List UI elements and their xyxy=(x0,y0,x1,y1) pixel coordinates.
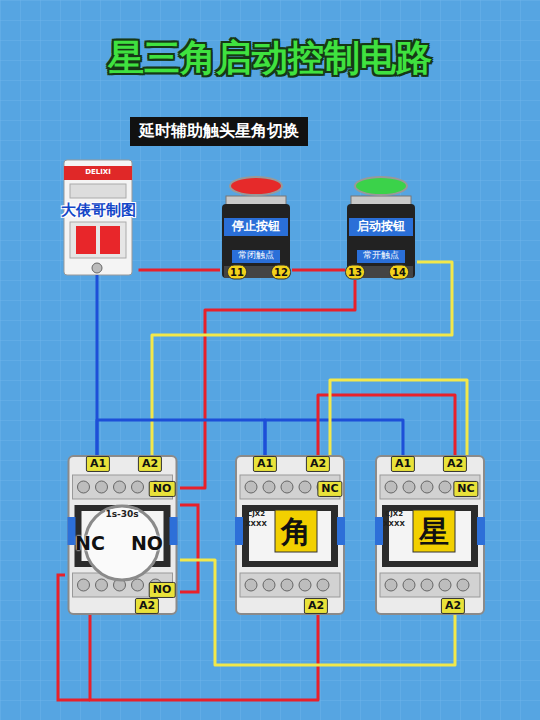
terminal-label: NC xyxy=(75,533,105,554)
node-text: 停止按钮 xyxy=(232,220,280,233)
node-text: DELIXI xyxy=(85,169,111,177)
terminal-label: NC xyxy=(317,481,342,497)
terminal-label: A2 xyxy=(135,598,159,614)
node-text: 常开触点 xyxy=(363,251,399,261)
wire xyxy=(330,380,467,455)
terminal-number: 13 xyxy=(345,265,365,280)
node-text: 1s-30s xyxy=(105,510,138,520)
model-text: XXXX xyxy=(245,521,267,529)
terminal-number: 14 xyxy=(389,265,409,280)
terminal-number: 11 xyxy=(227,265,247,280)
title: 星三角启动控制电路 xyxy=(108,34,432,83)
terminal-label: A2 xyxy=(306,456,330,472)
wire xyxy=(318,395,455,455)
wire xyxy=(90,615,318,700)
wire xyxy=(292,269,345,272)
circuit-breaker: DELIXI 大俵哥制图 xyxy=(58,160,139,275)
wire xyxy=(265,420,403,455)
model-text: CJX2 xyxy=(385,511,403,519)
node-text: 常闭触点 xyxy=(238,251,274,261)
model-text: CJX2 xyxy=(247,511,265,519)
terminal-number: 12 xyxy=(271,265,291,280)
terminal-label: NO xyxy=(149,582,176,598)
wire xyxy=(180,560,455,665)
terminal-label: A2 xyxy=(443,456,467,472)
node-text: 大俵哥制图 xyxy=(61,202,136,219)
delta-contactor: 角 xyxy=(235,455,345,615)
star-contactor: 星 xyxy=(375,455,485,615)
node-text: 启动按钮 xyxy=(357,220,405,233)
terminal-label: A1 xyxy=(86,456,110,472)
model-text: XXXX xyxy=(383,521,405,529)
wire xyxy=(139,269,221,272)
terminal-label: NO xyxy=(149,481,176,497)
terminal-label: NO xyxy=(131,533,163,554)
node-text: 星 xyxy=(419,515,449,548)
wire xyxy=(152,262,452,455)
terminal-label: A1 xyxy=(253,456,277,472)
terminal-label: A2 xyxy=(138,456,162,472)
terminal-label: A2 xyxy=(304,598,328,614)
subtitle-box: 延时辅助触头星角切换 xyxy=(130,117,308,146)
terminal-label: A1 xyxy=(391,456,415,472)
terminal-label: NC xyxy=(453,481,478,497)
wire xyxy=(97,420,265,455)
terminal-label: A2 xyxy=(441,598,465,614)
node-text: 角 xyxy=(281,515,311,548)
internal-wire xyxy=(180,505,198,592)
internal-wire xyxy=(58,575,90,700)
node-text: 延时辅助触头星角切换 xyxy=(139,121,299,140)
